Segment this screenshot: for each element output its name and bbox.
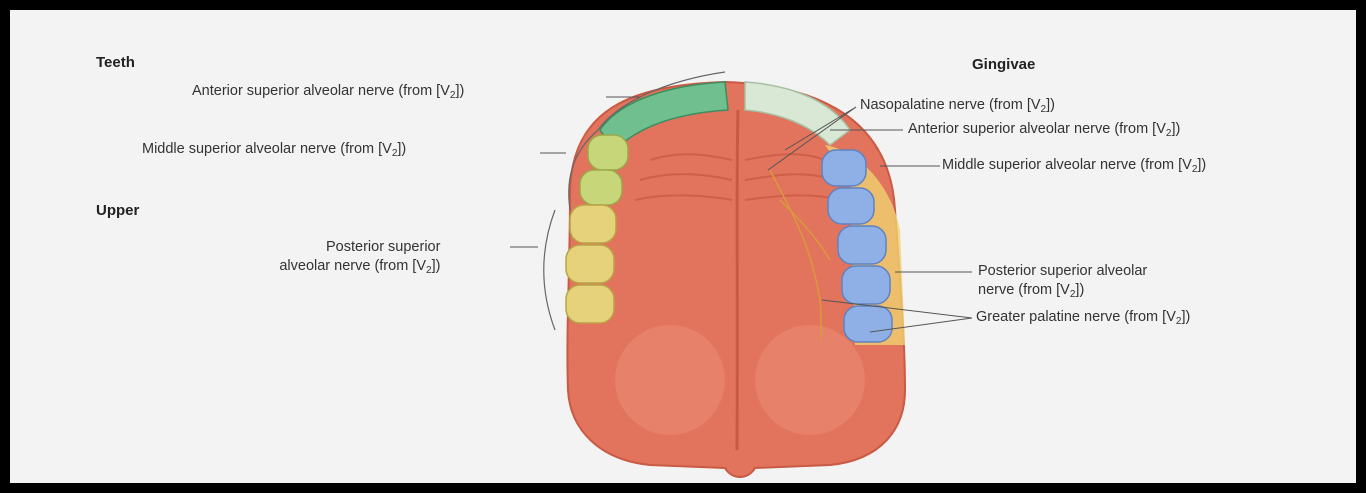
label-middle-superior-alveolar-right: Middle superior alveolar nerve (from [V2… bbox=[942, 156, 1206, 179]
label-anterior-superior-alveolar-left: Anterior superior alveolar nerve (from [… bbox=[192, 82, 464, 105]
label-anterior-superior-alveolar-right: Anterior superior alveolar nerve (from [… bbox=[908, 120, 1180, 143]
label-posterior-superior-alveolar-right: Posterior superior alveolar nerve (from … bbox=[978, 262, 1147, 304]
label-nasopalatine: Nasopalatine nerve (from [V2]) bbox=[860, 96, 1055, 119]
label-posterior-superior-alveolar-left: Posterior superior alveolar nerve (from … bbox=[266, 238, 440, 280]
palate-illustration bbox=[10, 10, 1356, 483]
diagram-canvas: Teeth Gingivae Upper Anterior superior a… bbox=[10, 10, 1356, 483]
label-middle-superior-alveolar-left: Middle superior alveolar nerve (from [V2… bbox=[142, 140, 406, 163]
teeth-header: Teeth bbox=[96, 54, 135, 71]
gingivae-header: Gingivae bbox=[972, 56, 1035, 73]
upper-header: Upper bbox=[96, 202, 139, 219]
label-greater-palatine: Greater palatine nerve (from [V2]) bbox=[976, 308, 1190, 331]
